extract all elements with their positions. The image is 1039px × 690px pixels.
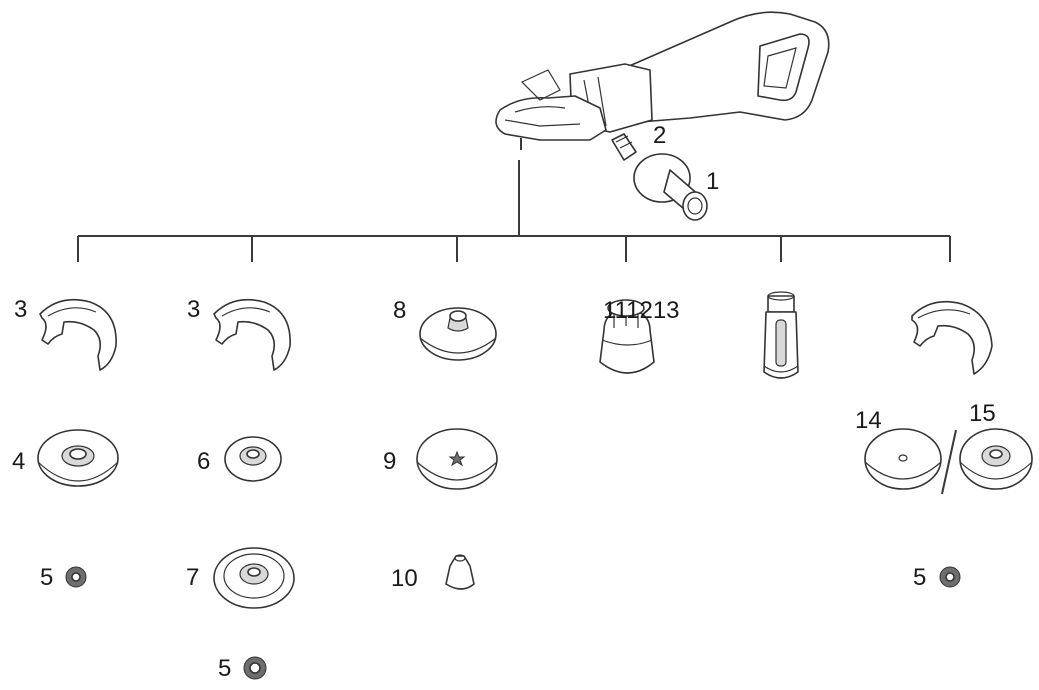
part-2-screw-illustration xyxy=(611,133,637,161)
part-4-flange-illustration xyxy=(37,429,119,487)
part-5-nut-illustration-c xyxy=(939,566,961,588)
part-8-pad-illustration xyxy=(419,307,497,361)
part-9-disc-illustration xyxy=(416,428,498,490)
connector-tree xyxy=(77,160,951,262)
callout-3-left: 3 xyxy=(14,296,28,323)
part-6-flange-illustration xyxy=(224,436,282,482)
part-7-backing-pad-illustration xyxy=(213,547,295,609)
part-5-nut-illustration-b xyxy=(243,656,267,680)
callout-9: 9 xyxy=(383,448,397,475)
guard-illustration-c xyxy=(911,300,993,375)
callout-5-left: 5 xyxy=(40,564,54,591)
callout-7: 7 xyxy=(186,564,200,591)
callout-3-second: 3 xyxy=(187,296,201,323)
callout-15: 15 xyxy=(969,400,996,427)
callout-11-12-13: 111213 xyxy=(603,297,680,324)
part-3-guard-illustration-b xyxy=(213,298,291,371)
separator-slash xyxy=(941,429,957,495)
part-11-12-13-cup-illustration xyxy=(599,299,655,374)
part-15-flange-illustration xyxy=(959,428,1033,490)
callout-8: 8 xyxy=(393,297,407,324)
part-1-side-handle-illustration xyxy=(633,153,708,221)
callout-10: 10 xyxy=(391,565,418,592)
callout-14: 14 xyxy=(855,407,882,434)
callout-5-right: 5 xyxy=(913,564,927,591)
part-14-disc-illustration xyxy=(864,428,942,490)
angle-grinder-illustration xyxy=(495,11,830,150)
part-10-nut-illustration xyxy=(445,554,475,590)
callout-5-bottom: 5 xyxy=(218,655,232,682)
callout-1: 1 xyxy=(706,168,720,195)
part-5-nut-illustration-a xyxy=(65,566,87,588)
wire-brush-cup-illustration xyxy=(763,291,799,379)
callout-6: 6 xyxy=(197,448,211,475)
part-3-guard-illustration-a xyxy=(39,298,117,371)
callout-4: 4 xyxy=(12,448,26,475)
callout-2: 2 xyxy=(653,122,667,149)
